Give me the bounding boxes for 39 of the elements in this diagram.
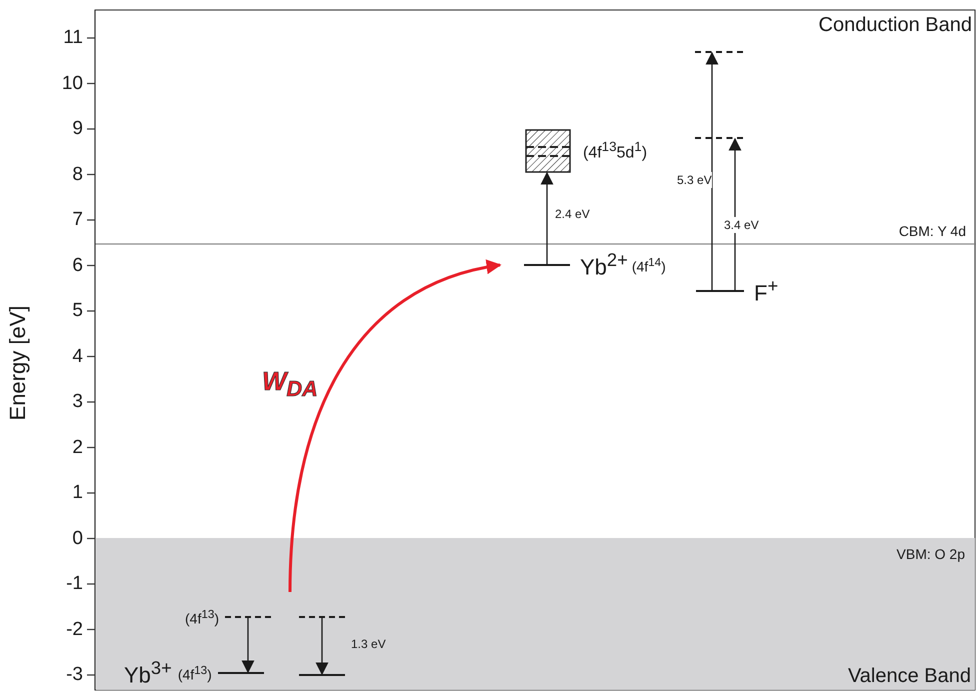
tick-label: 7: [72, 209, 83, 231]
level-label: (4f$^{13}$): [178, 664, 212, 682]
arrow: [316, 618, 328, 676]
level-label: (4f$^{13}$): [185, 608, 219, 626]
tick-label: 2: [72, 436, 83, 458]
tick-label: 1: [72, 482, 83, 504]
level-label: (4f$^{13}$5d$^{1}$): [583, 139, 648, 163]
level-label: Yb$^{3+}$: [124, 657, 172, 689]
tick-label: 6: [72, 254, 83, 276]
tick-label: -3: [66, 664, 83, 686]
curved-arrow: [288, 260, 502, 592]
tick-label: 0: [72, 528, 83, 550]
edge-label: 1.3 eV: [351, 637, 386, 651]
edge-label: W$_{DA}$: [262, 366, 318, 402]
valence-band-region: [96, 538, 975, 690]
arrow: [706, 52, 718, 290]
tick-label: 4: [72, 346, 83, 368]
tick-label: -2: [66, 618, 83, 640]
tick-label: 8: [72, 164, 83, 186]
arrow: [728, 138, 742, 290]
tick-label: 10: [62, 72, 83, 94]
band-label: Valence Band: [848, 665, 971, 688]
band-label: VBM: O 2p: [896, 546, 965, 562]
arrow: [241, 618, 254, 674]
level-label: Yb$^{2+}$: [580, 249, 628, 281]
tick-label: 3: [72, 391, 83, 413]
arrow: [540, 172, 554, 264]
level-label: F$^{+}$: [754, 275, 778, 307]
edge-label: 3.4 eV: [724, 217, 759, 233]
band-label: CBM: Y 4d: [898, 223, 966, 239]
edge-label: 2.4 eV: [555, 207, 590, 221]
edge-label: 5.3 eV: [677, 172, 712, 188]
level-label: (4f$^{14}$): [632, 256, 666, 274]
tick-label: 9: [72, 118, 83, 140]
tick-label: 5: [72, 300, 83, 322]
tick-label: 11: [63, 27, 83, 49]
tick-label: -1: [66, 573, 83, 595]
axis-title: Energy [eV]: [5, 304, 31, 422]
band-label: Conduction Band: [818, 14, 972, 37]
